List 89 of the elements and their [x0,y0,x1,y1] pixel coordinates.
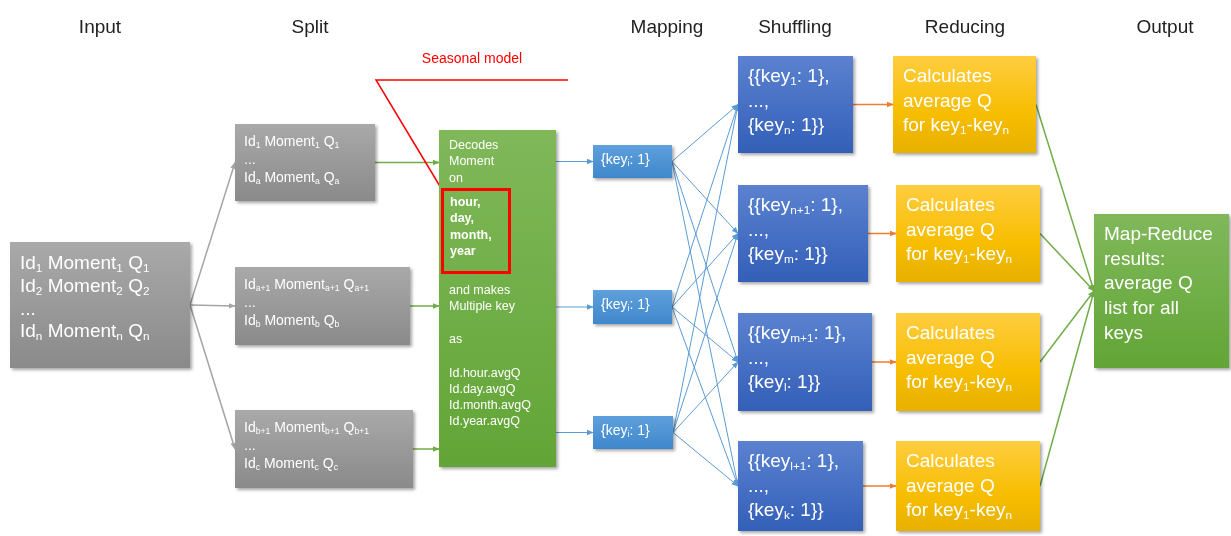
box-text: ..., [748,88,771,113]
column-header: Mapping [630,16,704,38]
key-box [593,290,672,324]
arrow [672,232,739,433]
arrow [374,159,440,166]
box-text: {{key$_{m+1}$: 1}, [748,321,848,346]
output-box [1094,214,1229,368]
arrow [862,483,897,489]
arrow [412,446,440,452]
box-text: hour, day, month, year [450,194,493,259]
box-text: Calculates average Q for key$_{1}$-key$_{n}$ [906,321,1014,396]
box-text: ..., [748,345,771,370]
box-text: ... [20,297,37,321]
split-box [235,410,413,488]
box-text: Id$_{2}$ Moment$_{2}$ Q$_{2}$ [20,274,151,298]
box-text: {{key$_{1}$: 1}, [748,64,831,89]
arrow [867,230,897,237]
box-text: Id$_{1}$ Moment$_{1}$ Q$_{1}$ [244,132,341,151]
box-text: ... [244,150,257,169]
split-box [235,267,410,345]
arrow [671,306,739,363]
arrow [852,101,894,108]
column-header: Output [1136,16,1194,38]
column-header: Reducing [924,16,1006,38]
arrow [671,161,739,363]
annotation-text: Seasonal model [376,50,568,80]
box-text: ..., [748,217,771,242]
arrow [555,304,594,310]
arrow [1035,103,1095,292]
shuffle-box [738,313,872,411]
key-box [593,145,672,178]
column-header: Split [291,16,329,38]
box-text: Id$_{a}$ Moment$_{a}$ Q$_{a}$ [244,168,341,187]
box-text: and makes Multiple key [449,281,516,315]
arrow [555,429,594,436]
arrow [1039,290,1095,363]
box-text: Id$_{n}$ Moment$_{n}$ Q$_{n}$ [20,320,151,344]
box-text: Id$_{c}$ Moment$_{c}$ Q$_{c}$ [244,454,339,473]
arrow [672,432,739,487]
arrow [189,161,236,306]
box-text: {key$_{l}$: 1}} [748,370,822,396]
box-text: as [449,331,464,348]
arrow [671,104,739,162]
arrow [671,233,739,308]
box-text: {key$_{n}$: 1}} [748,113,826,139]
arrow [1039,290,1095,487]
box-text: {key$_{i}$: 1} [601,151,651,168]
arrow [671,306,739,487]
shuffle-box [738,441,863,531]
box-text: ..., [748,473,771,498]
shuffle-box [738,185,868,282]
arrow [1039,232,1095,292]
input-box [10,242,190,368]
box-text: {key$_{k}$: 1}} [748,498,825,524]
box-text: Id.hour.avgQ Id.day.avgQ Id.month.avgQ Id.year.avgQ [449,364,532,430]
reduce-box [896,313,1040,411]
box-text: {{key$_{l+1}$: 1}, [748,449,841,474]
box-text: ... [244,436,257,455]
box-text: {key$_{i}$: 1} [601,422,651,439]
reduce-box [893,56,1036,153]
box-text: {key$_{i}$: 1} [601,296,651,313]
box-text: Decodes Moment on [449,137,500,186]
box-text: Id$_{a+1}$ Moment$_{a+1}$ Q$_{a+1}$ [244,275,371,294]
arrow [189,304,236,450]
highlight-box [441,188,511,274]
column-header: Shuffling [758,16,832,38]
box-text: Id$_{b}$ Moment$_{b}$ Q$_{b}$ [244,311,341,330]
box-text: {{key$_{n+1}$: 1}, [748,193,844,218]
box-text: Id$_{b+1}$ Moment$_{b+1}$ Q$_{b+1}$ [244,418,371,437]
reduce-box [896,441,1040,531]
shuffle-box [738,56,853,153]
column-header: Input [78,16,122,38]
split-box [235,124,375,201]
arrow [555,158,594,165]
box-text: Map-Reduce results: average Q list for all keys [1104,222,1214,345]
arrow [671,161,739,234]
mapping-box [439,130,556,467]
key-box [593,416,673,449]
box-text: ... [244,293,257,312]
reduce-box [896,185,1040,282]
arrow [672,361,739,433]
arrow [409,303,440,309]
box-text: Calculates average Q for key$_{1}$-key$_{n}$ [903,64,1011,139]
box-text: {key$_{m}$: 1}} [748,242,829,268]
box-text: Calculates average Q for key$_{1}$-key$_{n}$ [906,193,1014,268]
box-text: Id$_{1}$ Moment$_{1}$ Q$_{1}$ [20,252,151,275]
box-text: Calculates average Q for key$_{1}$-key$_{n}$ [906,449,1014,524]
arrow [871,359,897,365]
arrow [189,303,236,309]
